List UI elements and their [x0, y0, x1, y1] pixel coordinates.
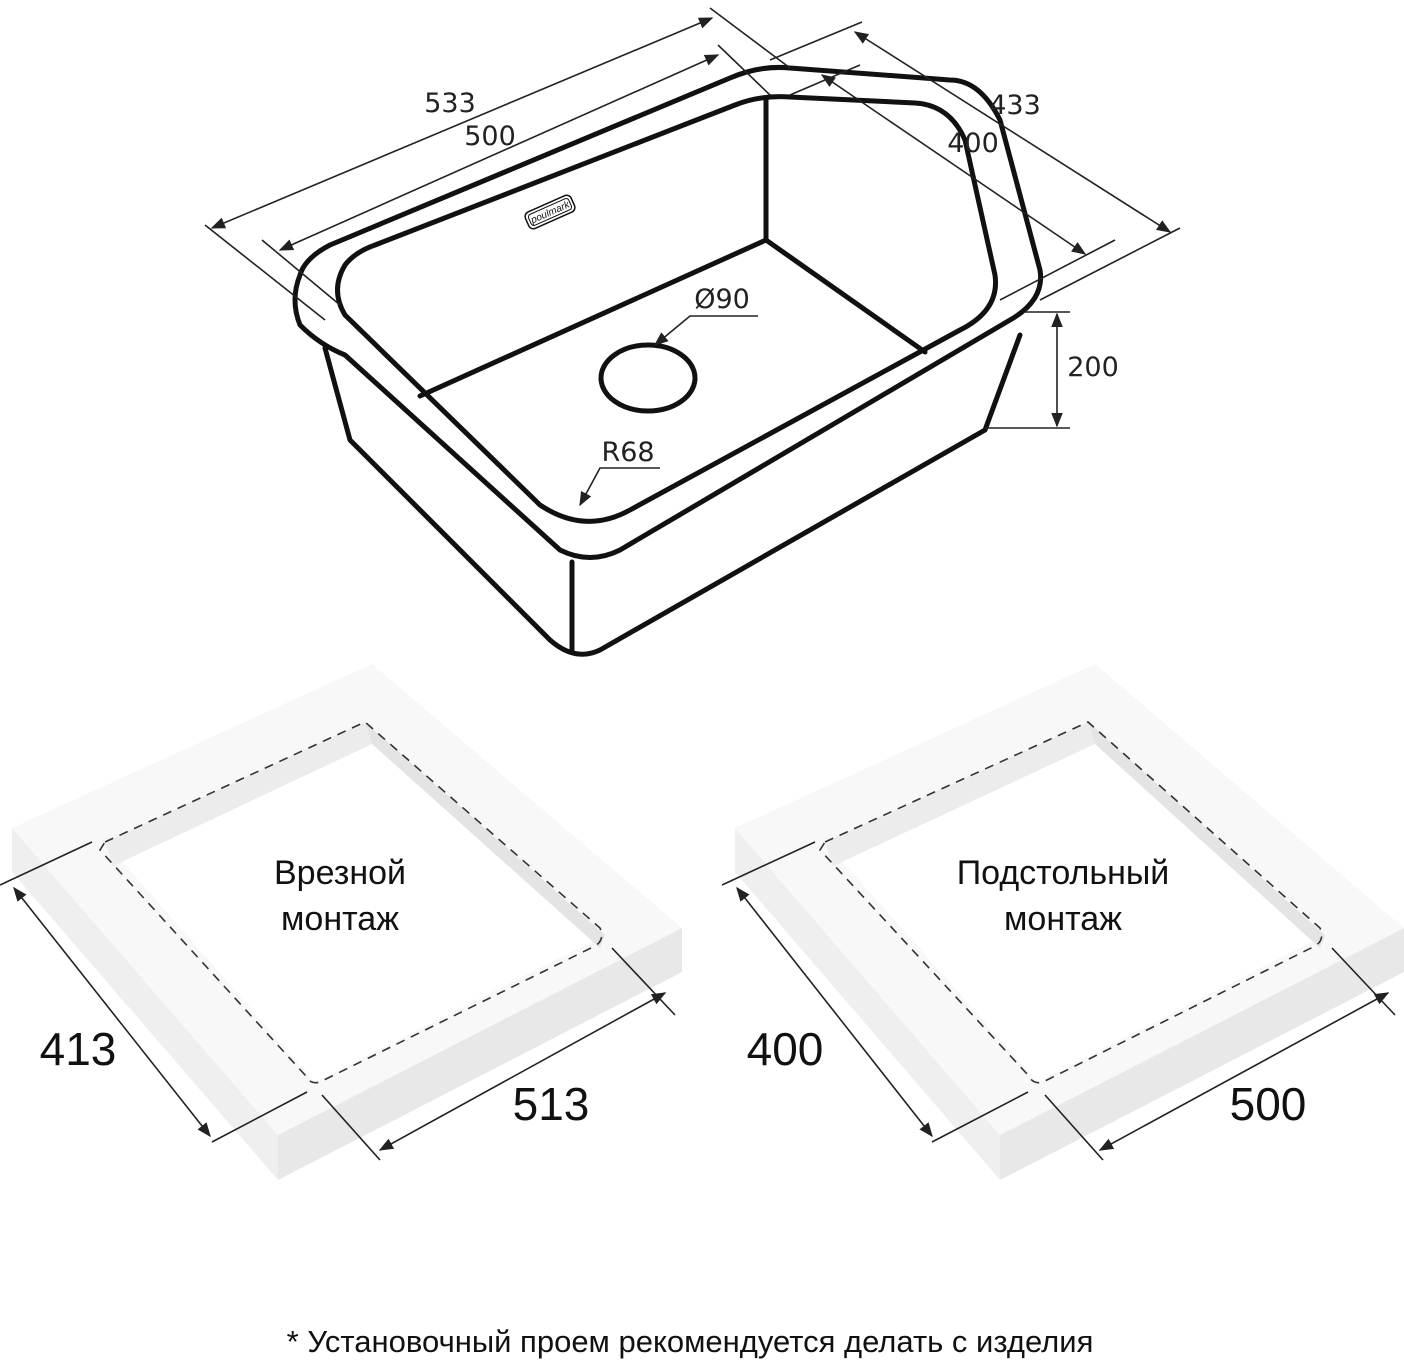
- brand-logo-text: poulmark: [528, 199, 572, 227]
- dim-bowl-width: 400: [947, 128, 999, 159]
- dim-corner-radius: R68: [601, 437, 654, 468]
- bowl-floor-left: [417, 237, 769, 399]
- dim-bowl-length: 500: [464, 121, 516, 152]
- sink-drawing: poulmark: [292, 65, 1044, 657]
- dimension-radius: R68: [579, 437, 660, 507]
- drain-hole: [598, 342, 698, 414]
- dimension-drain: Ø90: [653, 284, 758, 346]
- cutout-title-line2: монтаж: [281, 900, 399, 938]
- sink-outer-rim: [292, 65, 1044, 560]
- cutout-undermount: Подстольный монтаж 400 500: [721, 664, 1404, 1180]
- cutout-title-line2: монтаж: [1004, 900, 1122, 938]
- dimension-533: 533: [204, 7, 791, 321]
- cutout-width: 400: [747, 1023, 824, 1075]
- dimension-400: 400: [789, 64, 1116, 301]
- dim-outer-length: 533: [424, 88, 476, 119]
- cutout-length: 500: [1230, 1078, 1307, 1130]
- cutout-title-line1: Врезной: [274, 854, 406, 892]
- dim-drain-diameter: Ø90: [694, 284, 750, 315]
- dim-outer-width: 433: [989, 90, 1041, 121]
- cutout-length: 513: [513, 1078, 590, 1130]
- sink-outer-wall: [322, 332, 1023, 657]
- bowl-floor-right: [763, 237, 928, 355]
- dimension-433: 433: [769, 21, 1181, 301]
- dimension-500: 500: [261, 44, 771, 306]
- brand-badge: poulmark: [524, 194, 576, 230]
- footnote: * Установочный проем рекомендуется делат…: [287, 1324, 1094, 1359]
- dimension-200: 200: [985, 311, 1119, 429]
- cutout-width: 413: [40, 1023, 117, 1075]
- cutout-flush-mount: Врезной монтаж 413 513: [0, 664, 682, 1180]
- dim-depth: 200: [1067, 352, 1119, 383]
- sink-inner-rim: [335, 94, 999, 524]
- cutout-title-line1: Подстольный: [957, 854, 1170, 892]
